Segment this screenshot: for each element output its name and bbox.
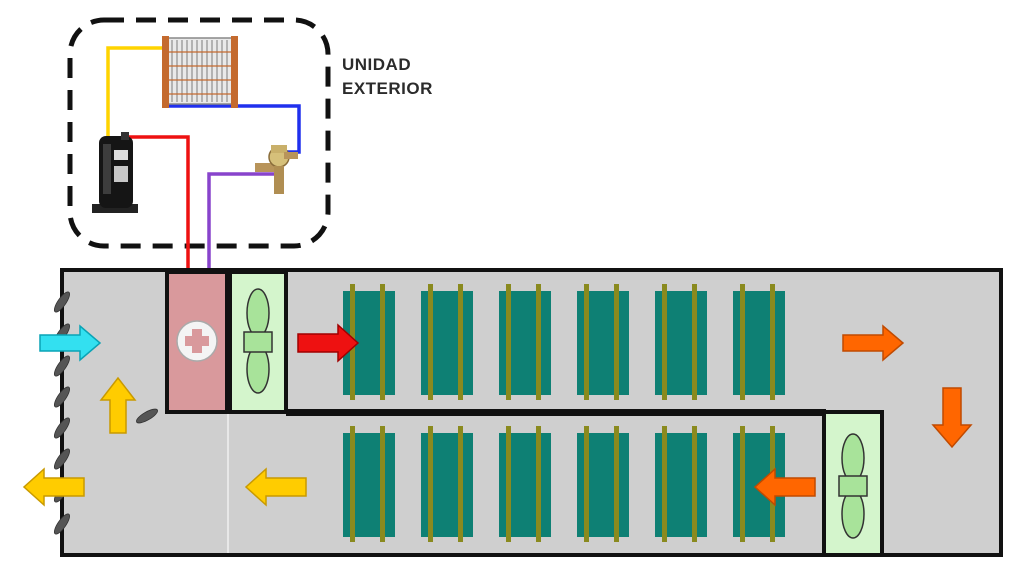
return-air-left-arrow (244, 467, 307, 507)
drying-tray (421, 426, 473, 542)
drying-tray (421, 284, 473, 400)
chamber-partition (286, 409, 826, 416)
heated-air-arrow (297, 323, 360, 363)
outdoor-unit-label-line2: EXTERIOR (342, 79, 433, 98)
return-air-up-arrow (99, 376, 137, 434)
outdoor-unit-label: UNIDAD EXTERIOR (342, 55, 433, 98)
air-to-right-arrow (842, 324, 905, 362)
airflow-arrows (22, 323, 973, 507)
fan-icon (822, 410, 884, 557)
drying-tray (655, 284, 707, 400)
drying-tray (499, 284, 551, 400)
outdoor-unit-boundary (67, 17, 331, 249)
expansion-valve-icon (255, 145, 298, 194)
drying-tray (499, 426, 551, 542)
drying-tray (733, 284, 785, 400)
outdoor-unit-label-line1: UNIDAD (342, 55, 411, 74)
drying-tray (655, 426, 707, 542)
drying-tray (343, 426, 395, 542)
drying-tray (577, 284, 629, 400)
fresh-air-intake-arrow (39, 324, 102, 362)
heater-plus-icon (165, 270, 229, 414)
drying-tray (577, 426, 629, 542)
hot-gas-pipe (128, 135, 190, 272)
condenser-coil-icon (162, 36, 238, 108)
fan-icon (228, 270, 288, 414)
drying-trays-top (343, 284, 785, 400)
air-down-arrow (931, 387, 973, 449)
exhaust-air-arrow (22, 467, 85, 507)
recirculated-air-arrow (753, 467, 816, 507)
expansion-line-pipe (207, 168, 278, 272)
compressor-icon (92, 132, 138, 213)
liquid-line-pipe (106, 46, 168, 150)
